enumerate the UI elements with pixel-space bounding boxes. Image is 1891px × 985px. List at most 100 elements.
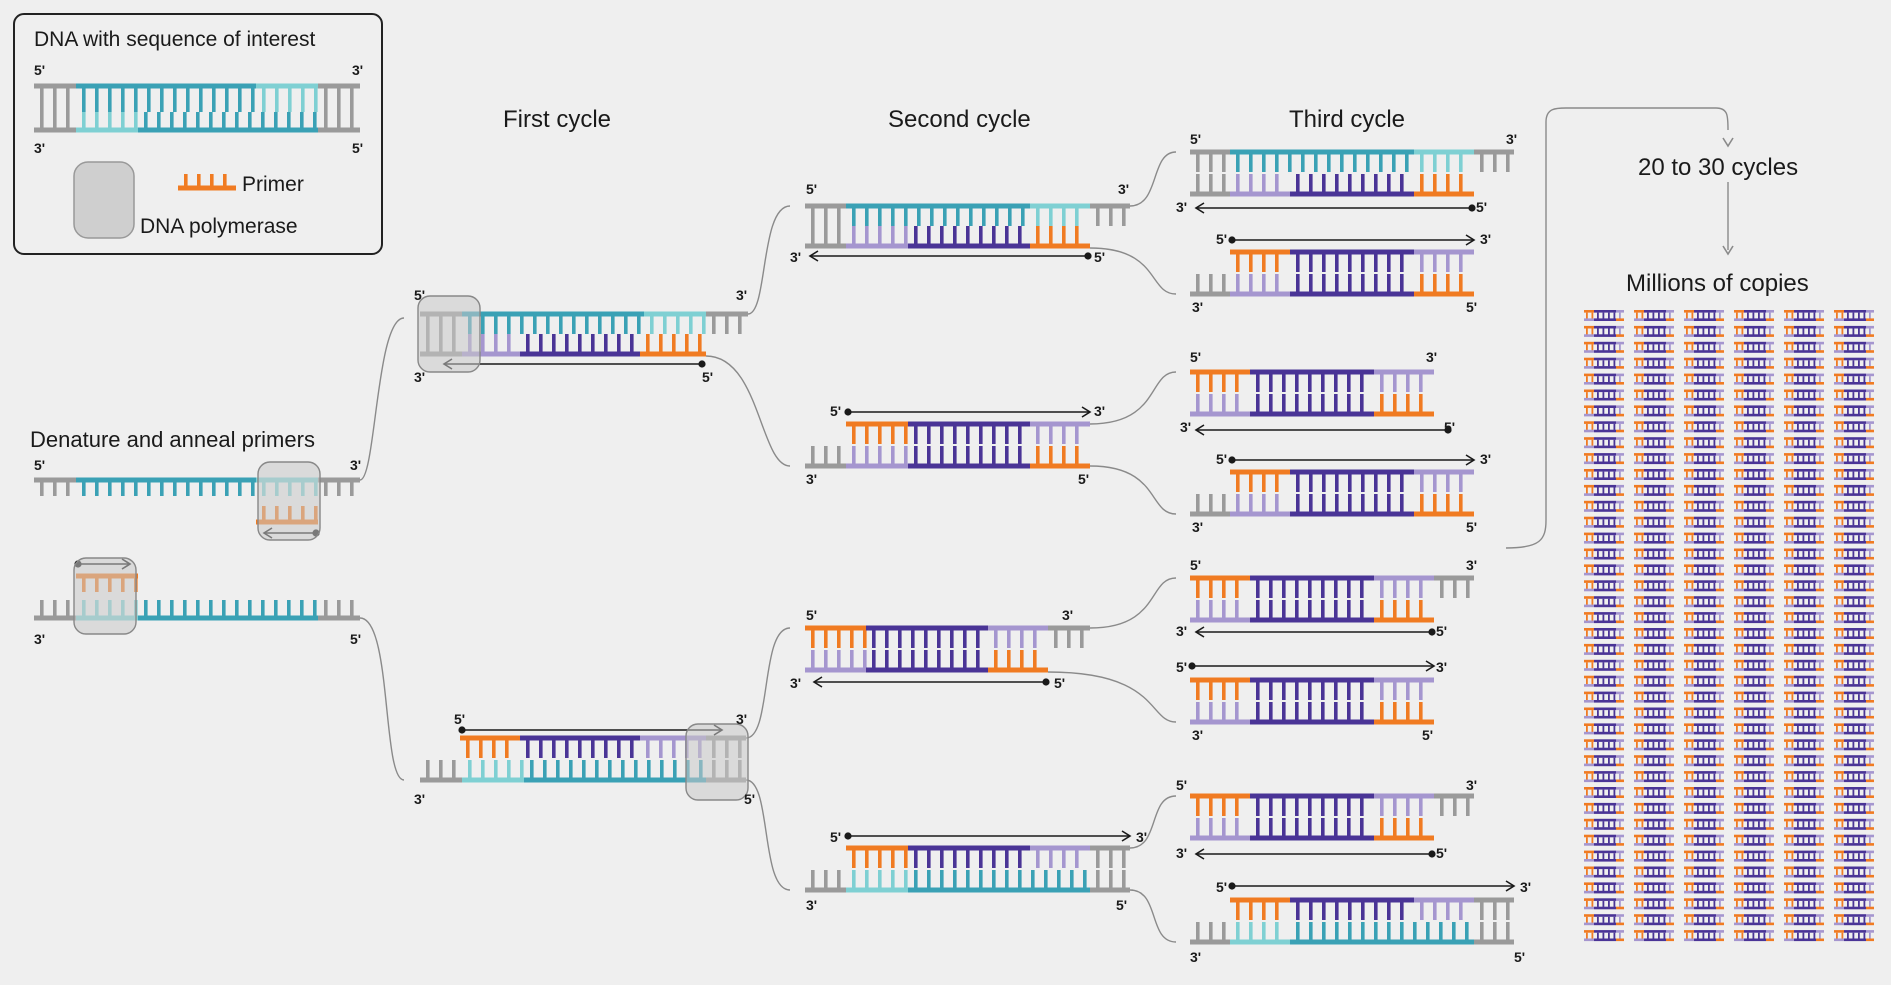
base-tooth [1282,680,1286,700]
base-tooth [811,206,815,226]
copy-core-top [1794,739,1816,742]
copy-base [1791,821,1794,828]
copy-tail-bottom [1784,541,1794,544]
copy-core-top [1694,405,1716,408]
copy-core-bottom [1844,397,1866,401]
copy-tail-bottom [1834,350,1844,353]
base-tooth [1400,174,1404,194]
base-tooth [1222,394,1226,414]
copy-base [1636,567,1638,573]
copy-core-top [1794,580,1816,583]
base-tooth [1406,818,1410,838]
strand-end-labels: 5'3'3'5'5'3'3'5'5'3'3'5'5'3'3'5'5'3'3'5'… [34,131,1531,965]
base-tooth [1393,680,1397,700]
arrow-head [1194,424,1205,436]
base-tooth [1295,600,1299,620]
copy-base [1747,821,1749,828]
arrow-head [1121,830,1132,842]
copy-tail-bottom [1834,541,1844,544]
copy-base [1869,328,1871,335]
copy-base [1613,726,1616,732]
copy-base [1841,821,1844,828]
copy-tail-top [1816,357,1824,361]
copy-core-top [1694,532,1716,536]
copy-tail-bottom [1684,620,1694,624]
copy-base [1702,853,1705,860]
copy-base [1608,614,1610,621]
copy-base [1697,757,1699,764]
copy-core-top [1844,802,1866,806]
copy-base [1686,567,1688,573]
copy-primer-top [1684,691,1694,695]
copy-base [1691,869,1694,876]
copy-core-top [1844,421,1866,424]
cycle2-arrow-3 [844,830,1132,842]
copy-tail-top [1716,802,1724,806]
copy-base [1652,439,1655,446]
copy-base [1597,408,1599,414]
copy-core-top [1694,898,1716,901]
copy-base [1602,710,1605,717]
base-tooth [1321,796,1325,816]
copy-base [1763,900,1766,907]
base-tooth [1075,206,1079,226]
copy-core-bottom [1744,700,1766,703]
copy-base [1713,535,1716,542]
copy-base [1758,885,1760,891]
copy-base [1647,805,1649,812]
copy-primer-bottom [1866,541,1874,544]
copy-base [1836,662,1838,669]
copy-duplex [1634,818,1674,830]
base-tooth [1493,900,1497,920]
copy-base [1669,885,1671,891]
copy-base [1786,710,1788,717]
copy-duplex [1784,882,1824,894]
copy-core-top [1644,643,1666,647]
legend-bottom-right-end: 5' [352,140,363,156]
copy-tail-bottom [1684,604,1694,608]
copy-base [1863,471,1866,478]
copy-base [1608,582,1610,589]
copy-primer-bottom [1716,477,1724,480]
base-tooth [1062,206,1066,226]
strand-end-label: 5' [744,791,755,807]
copy-base [1619,821,1621,828]
copy-core-bottom [1644,366,1666,369]
copy-base [1758,694,1760,701]
copy-tail-top [1866,341,1874,345]
base-tooth [578,738,582,758]
copy-base [1841,376,1844,383]
copy-base [1741,757,1744,764]
copy-primer-bottom [1866,493,1874,496]
copy-tail-top [1816,723,1824,726]
base-tooth [539,738,543,758]
copy-base [1713,360,1716,367]
copy-base [1669,344,1671,351]
copy-base [1836,392,1838,399]
strand-backbone [1374,677,1434,683]
copy-core-bottom [1744,747,1766,751]
copy-core-bottom [1594,636,1616,639]
strand-end-label: 5' [1176,777,1187,793]
copy-tail-top [1616,469,1624,472]
copy-tail-bottom [1684,445,1694,449]
copy-duplex [1784,707,1824,719]
copy-primer-bottom [1716,747,1724,751]
copy-base [1808,885,1810,891]
copy-base [1758,726,1760,732]
base-tooth [1400,900,1404,920]
copy-tail-top [1766,310,1774,313]
copy-base [1647,837,1649,844]
copy-base [1719,900,1721,907]
copy-base [1758,582,1760,589]
copy-base [1747,757,1749,764]
copy-base [1836,519,1838,526]
copy-primer-top [1784,787,1794,790]
base-tooth [1308,702,1312,722]
copy-base [1691,567,1694,573]
copy-duplex [1684,739,1724,751]
base-tooth [1109,206,1113,226]
copy-primer-top [1684,453,1694,456]
copy-tail-top [1766,675,1774,679]
base-tooth [1321,578,1325,598]
